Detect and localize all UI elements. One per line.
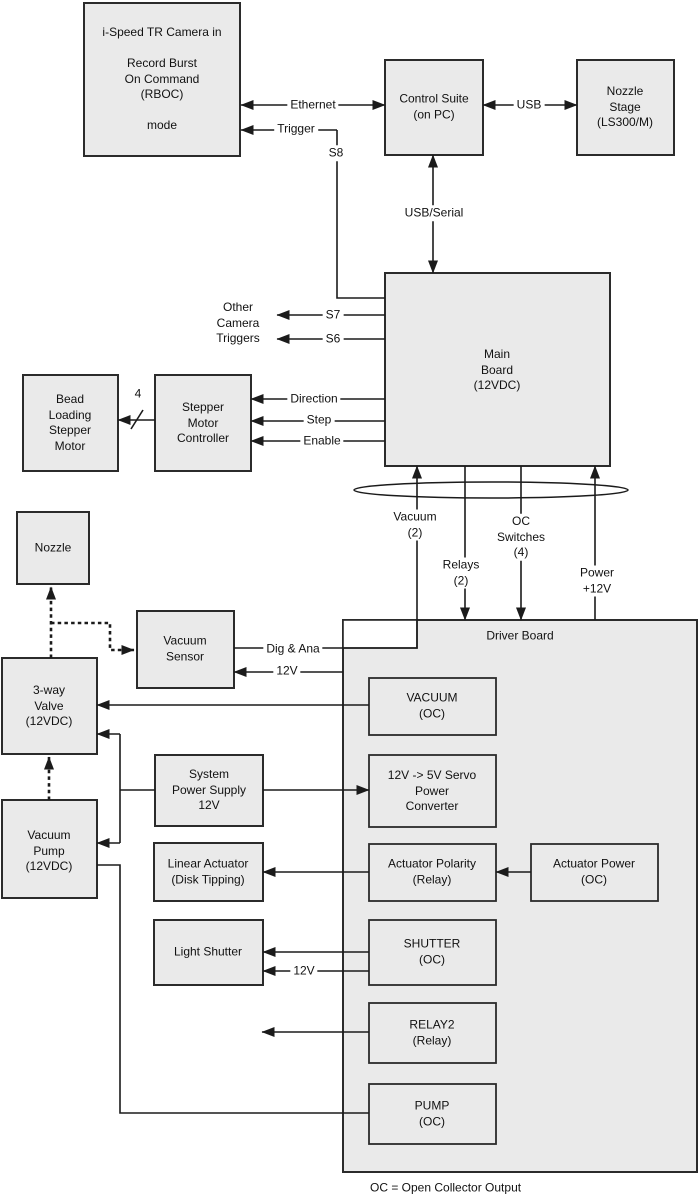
block-system-power-supply-label: System Power Supply 12V <box>171 766 247 812</box>
block-linear-actuator-label: Linear Actuator (Disk Tipping) <box>167 856 249 887</box>
block-servo-converter-label: 12V -> 5V Servo Power Converter <box>387 767 477 813</box>
label-power-plus12v: Power +12V <box>576 565 618 597</box>
label-step: Step <box>303 412 335 428</box>
block-camera-label: i-Speed TR Camera in Record Burst On Com… <box>102 24 222 132</box>
block-vacuum-oc-label: VACUUM (OC) <box>406 690 458 721</box>
vacuum-hose-sensor-branch <box>51 621 135 655</box>
block-control-suite <box>384 59 484 156</box>
label-trigger: Trigger <box>274 121 318 137</box>
block-bead-loading-stepper-motor <box>22 374 119 472</box>
block-nozzle <box>16 511 90 585</box>
label-enable: Enable <box>300 433 344 449</box>
block-nozzle-stage-label: Nozzle Stage (LS300/M) <box>596 83 654 129</box>
block-control-suite-label: Control Suite (on PC) <box>399 91 469 122</box>
block-pump-oc-label: PUMP (OC) <box>414 1098 450 1129</box>
block-shutter-oc-label: SHUTTER (OC) <box>403 936 461 967</box>
oc-footnote: OC = Open Collector Output <box>370 1180 522 1195</box>
block-stepper-controller-label: Stepper Motor Controller <box>176 399 230 445</box>
block-relay2-label: RELAY2 (Relay) <box>409 1017 455 1048</box>
block-nozzle-label: Nozzle <box>34 540 72 555</box>
label-12v-shutter: 12V <box>290 963 318 979</box>
block-vacuum-pump <box>1 799 98 899</box>
label-usb: USB <box>513 97 545 113</box>
block-light-shutter-label: Light Shutter <box>173 944 243 959</box>
block-system-power-supply <box>154 754 264 827</box>
block-vacuum-sensor <box>136 610 235 689</box>
block-vacuum-pump-label: Vacuum Pump (12VDC) <box>25 827 73 873</box>
connector-power-distribution <box>119 734 155 843</box>
driver-board-notch <box>342 619 418 649</box>
block-stepper-motor-controller <box>154 374 252 472</box>
block-light-shutter <box>153 919 264 986</box>
block-vacuum-oc <box>368 677 497 736</box>
block-main-board-label: Main Board (12VDC) <box>473 346 521 392</box>
label-ethernet: Ethernet <box>287 97 339 113</box>
label-dig-and-ana: Dig & Ana <box>263 641 323 657</box>
label-direction: Direction <box>287 391 341 407</box>
block-3-way-valve <box>1 657 98 755</box>
block-relay2 <box>368 1002 497 1064</box>
block-3-way-valve-label: 3-way Valve (12VDC) <box>25 682 73 728</box>
label-vacuum-2: Vacuum (2) <box>390 509 440 541</box>
block-driver-board-label: Driver Board <box>486 628 554 643</box>
label-bus-width-4: 4 <box>134 386 142 401</box>
block-actuator-power-label: Actuator Power (OC) <box>552 856 636 887</box>
block-ispeed-camera <box>83 2 241 157</box>
label-usb-serial: USB/Serial <box>401 205 467 221</box>
label-oc-switches-4: OC Switches (4) <box>493 513 549 561</box>
block-nozzle-stage <box>576 59 675 156</box>
label-s6: S6 <box>322 331 344 347</box>
label-relays-2: Relays (2) <box>439 557 483 589</box>
block-actuator-polarity-label: Actuator Polarity (Relay) <box>387 856 477 887</box>
block-shutter-oc <box>368 919 497 986</box>
block-pump-oc <box>368 1083 497 1145</box>
connector-trigger-s8-route <box>336 130 385 299</box>
stepper-bus-width-slash <box>130 409 144 430</box>
block-main-board <box>384 272 611 467</box>
cable-bundle-ellipse <box>353 481 629 499</box>
block-bead-motor-label: Bead Loading Stepper Motor <box>48 392 92 453</box>
block-linear-actuator <box>153 842 264 902</box>
connector-pump-drive <box>97 864 369 1114</box>
label-other-camera-triggers: Other Camera Triggers <box>216 299 260 345</box>
label-s8: S8 <box>325 145 347 161</box>
label-s7: S7 <box>322 307 344 323</box>
label-12v-sensor: 12V <box>273 663 301 679</box>
block-vacuum-sensor-label: Vacuum Sensor <box>163 633 207 664</box>
